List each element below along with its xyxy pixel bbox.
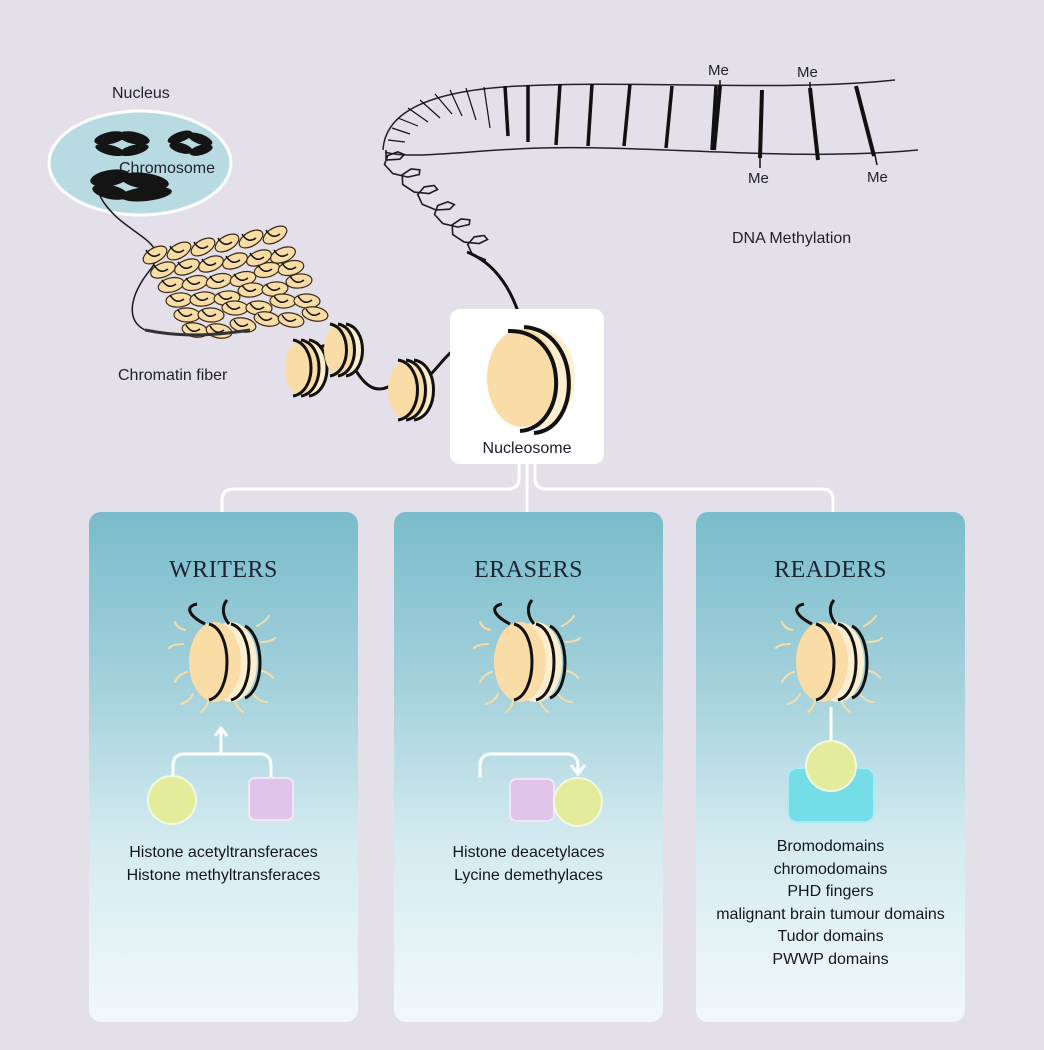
readers-list: Bromodomains chromodomains PHD fingers m… — [696, 836, 965, 971]
writers-panel: WRITERS Histone acetyltransferaces Histo… — [89, 512, 358, 1022]
eraser-enzymes — [478, 752, 603, 827]
readers-item: Bromodomains — [776, 838, 885, 855]
readers-title: READERS — [774, 557, 887, 583]
nucleus-label: Nucleus — [112, 85, 170, 102]
nucleus — [47, 109, 233, 217]
writers-list: Histone acetyltransferaces Histone methy… — [89, 842, 358, 887]
erasers-item: Lycine demethylaces — [454, 866, 603, 884]
methyl-mark-label: Me — [797, 64, 818, 81]
methyl-mark-label: Me — [867, 169, 888, 186]
acetyltransferase-circle — [147, 775, 197, 825]
readers-item: chromodomains — [773, 860, 888, 878]
writer-enzymes — [147, 725, 294, 825]
erasers-item: Histone deacetylaces — [452, 844, 605, 861]
writers-title: WRITERS — [169, 557, 278, 583]
erasers-title: ERASERS — [474, 557, 583, 583]
erasers-list: Histone deacetylaces Lycine demethylaces — [394, 842, 663, 887]
chromatin-fiber-label: Chromatin fiber — [118, 367, 228, 384]
methyl-mark-label: Me — [748, 170, 769, 187]
nucleosome-label: Nucleosome — [482, 440, 572, 457]
chromatin-fiber — [142, 225, 329, 339]
readers-item: Tudor domains — [777, 928, 884, 945]
readers-item: PHD fingers — [787, 883, 874, 900]
deacetylase-square — [509, 778, 555, 822]
nucleosome-highlight: Nucleosome — [450, 309, 604, 464]
chromosome-shape — [167, 130, 213, 156]
demethylase-circle — [553, 777, 603, 827]
dna-methylation-label: DNA Methylation — [732, 230, 852, 247]
connector-tree — [220, 463, 835, 512]
reader-domain — [787, 707, 875, 823]
nucleosome-icon — [487, 325, 575, 435]
chromosome-label: Chromosome — [119, 160, 216, 177]
writers-item: Histone methyltransferaces — [126, 866, 321, 884]
readers-item: malignant brain tumour domains — [716, 905, 945, 923]
readers-panel: READERS Bromodomains chromodomains PHD f… — [696, 512, 965, 1022]
methyltransferase-square — [248, 777, 294, 821]
dna-ladder — [382, 79, 919, 168]
writers-item: Histone acetyltransferaces — [129, 844, 318, 861]
erasers-panel: ERASERS Histone deacetylaces Lycine deme… — [394, 512, 663, 1022]
methyl-mark-label: Me — [708, 62, 729, 79]
dna-coil — [383, 150, 489, 261]
chromosome-shape — [94, 131, 150, 157]
chromosome-shape — [90, 169, 172, 202]
reader-circle — [805, 740, 857, 792]
readers-item: PWWP domains — [772, 950, 889, 968]
